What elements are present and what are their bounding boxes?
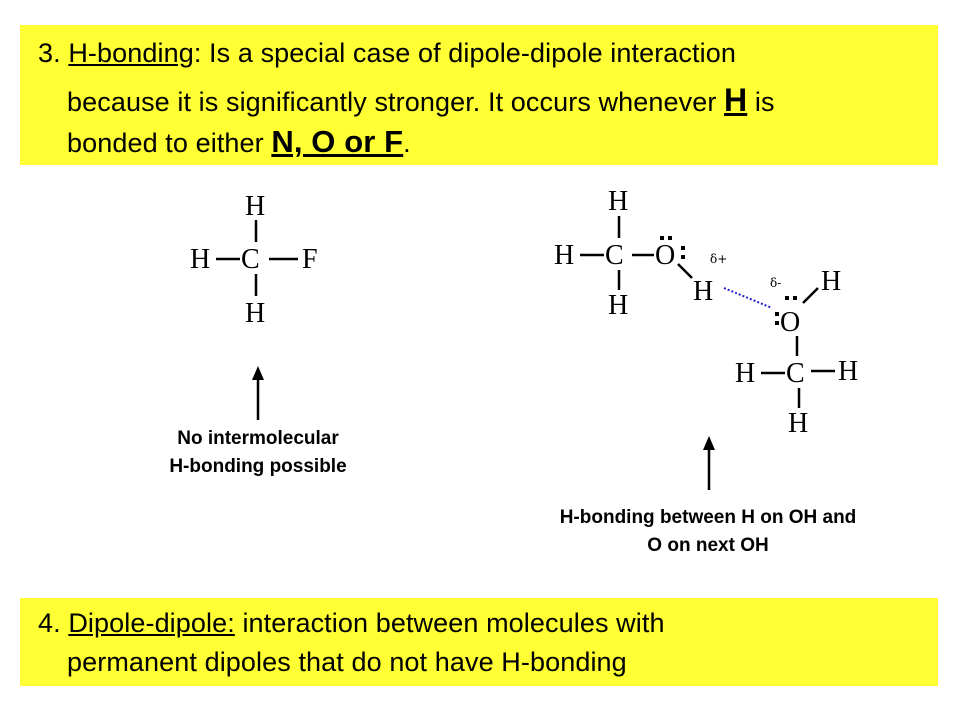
caption-left-line-2: H-bonding possible [169, 456, 347, 477]
atom-c-r1: C [605, 240, 624, 271]
section-3-line-3-text: bonded to either [67, 128, 264, 158]
atom-h-oh-r2: H [821, 266, 841, 297]
section-4-number: 4. [38, 608, 61, 638]
section-3-line-1-text: Is a special case of dipole-dipole inter… [209, 38, 736, 68]
atom-c-left: C [241, 244, 260, 275]
section-4-line-2-text: permanent dipoles that do not have H-bon… [67, 647, 627, 677]
section-4-line-1-text: interaction between molecules with [242, 608, 665, 638]
atom-h-bottom-left: H [245, 298, 265, 329]
section-3-line-3: bonded to either N, O or F. [67, 124, 411, 160]
section-3-colon: : [193, 38, 202, 68]
atom-h-bottom-r2: H [788, 408, 808, 439]
section-3-term: H-bonding [68, 38, 194, 68]
section-3-line-3-period: . [403, 128, 411, 158]
section-3-box [20, 25, 938, 165]
caption-right-line-2: O on next OH [647, 535, 769, 556]
section-4-line-1: 4. Dipole-dipole: interaction between mo… [38, 608, 665, 639]
delta-minus-label: δ- [770, 276, 781, 290]
section-3-line-2-text: because it is significantly stronger. It… [67, 87, 717, 117]
arrow-left-head [252, 366, 264, 380]
atom-h-right-r2: H [838, 356, 858, 387]
section-4-box [20, 598, 938, 686]
atom-o-r2: O [780, 307, 800, 338]
section-3-line-2-end: is [754, 87, 775, 117]
section-4-line-2: permanent dipoles that do not have H-bon… [67, 647, 627, 678]
atom-h-oh-r1: H [693, 276, 713, 307]
atom-h-left-r1: H [554, 240, 574, 271]
section-4-term: Dipole-dipole: [68, 608, 235, 638]
atom-c-r2: C [786, 358, 805, 389]
caption-right-line-1: H-bonding between H on OH and [559, 507, 857, 528]
atom-h-bottom-r1: H [608, 290, 628, 321]
lone-pairs-o2 [775, 296, 797, 325]
atom-h-top-left: H [245, 191, 265, 222]
arrow-right-head [703, 436, 715, 450]
section-3-line-1: 3. H-bonding: Is a special case of dipol… [38, 38, 736, 69]
atom-h-left-left: H [190, 244, 210, 275]
caption-left: No intermolecular H-bonding possible [118, 425, 398, 481]
section-3-emph-h: H [724, 82, 748, 118]
section-3-line-2: because it is significantly stronger. It… [67, 82, 775, 119]
atom-f-left: F [302, 244, 318, 275]
bond-r1-o-h [677, 263, 693, 279]
hydrogen-bond-line [723, 287, 773, 309]
section-3-emph-nof: N, O or F [271, 124, 404, 159]
lone-pairs-o1 [660, 236, 685, 259]
atom-h-top-r1: H [608, 186, 628, 217]
delta-plus-label: δ+ [710, 252, 727, 266]
bond-r2-o-h [802, 287, 819, 304]
caption-left-line-1: No intermolecular [177, 428, 339, 449]
atom-o-r1: O [655, 240, 675, 271]
section-3-number: 3. [38, 38, 61, 68]
caption-right: H-bonding between H on OH and O on next … [478, 504, 938, 560]
atom-h-left-r2: H [735, 358, 755, 389]
